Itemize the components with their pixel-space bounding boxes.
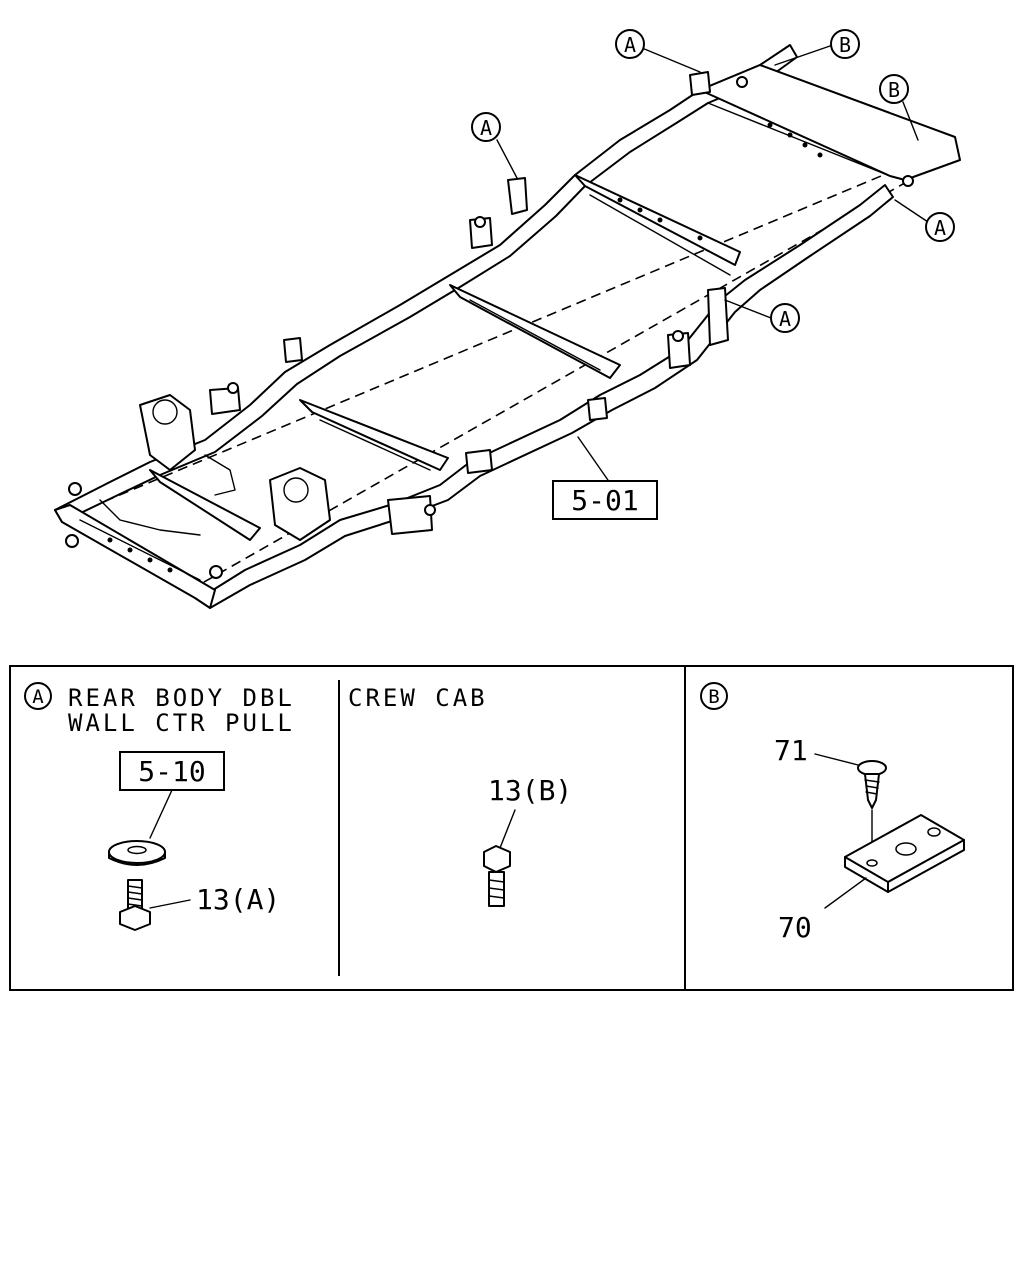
svg-text:WALL CTR PULL: WALL CTR PULL <box>68 709 295 737</box>
chassis-frame-illustration <box>54 44 961 609</box>
svg-text:REAR BODY DBL: REAR BODY DBL <box>68 684 295 712</box>
svg-text:5-01: 5-01 <box>571 484 638 517</box>
svg-text:CREW CAB: CREW CAB <box>348 684 488 712</box>
svg-text:B: B <box>708 686 719 708</box>
detail-a-panel: A REAR BODY DBL WALL CTR PULL 5-10 13(A) <box>24 682 295 931</box>
svg-text:70: 70 <box>778 911 812 944</box>
svg-text:A: A <box>934 216 946 240</box>
callout-a-mid-left: A <box>471 112 501 142</box>
callout-a-right: A <box>925 212 955 242</box>
svg-text:B: B <box>839 33 851 57</box>
svg-text:A: A <box>779 307 791 331</box>
svg-text:A: A <box>32 686 44 708</box>
callout-leaders <box>496 45 929 484</box>
svg-text:5-10: 5-10 <box>138 755 205 788</box>
frame-ref-box: 5-01 <box>552 480 658 520</box>
svg-text:71: 71 <box>774 734 808 767</box>
callout-b-right: B <box>879 74 909 104</box>
svg-text:13(A): 13(A) <box>196 883 280 916</box>
callout-b-top: B <box>830 29 860 59</box>
svg-text:13(B): 13(B) <box>488 774 572 807</box>
detail-b-panel: B 71 70 <box>700 682 965 944</box>
detail-crew-cab-panel: CREW CAB 13(B) <box>348 684 572 907</box>
svg-text:B: B <box>888 78 900 102</box>
callout-a-top: A <box>615 29 645 59</box>
svg-text:A: A <box>480 116 492 140</box>
svg-text:A: A <box>624 33 636 57</box>
detail-panels <box>9 665 1014 991</box>
callout-a-lower-right: A <box>770 303 800 333</box>
